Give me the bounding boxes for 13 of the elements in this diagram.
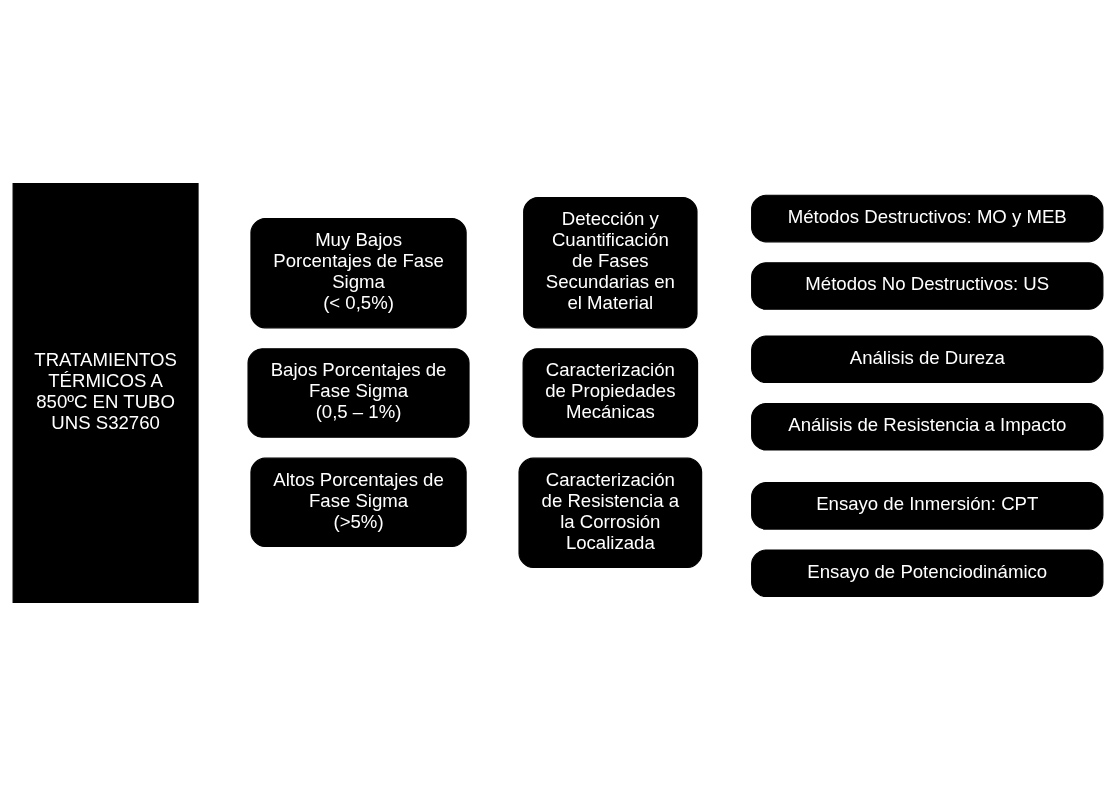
node-box: Muy Bajos Porcentajes de Fase Sigma (< 0,5%) <box>250 217 467 328</box>
node-box: Ensayo de Potenciodinámico <box>751 548 1104 597</box>
node-box: Bajos Porcentajes de Fase Sigma (0,5 – 1%) <box>247 347 470 438</box>
node-box: Ensayo de Inmersión: CPT <box>751 481 1104 530</box>
node-box: Altos Porcentajes de Fase Sigma (>5%) <box>250 457 467 547</box>
node-box: Métodos No Destructivos: US <box>751 261 1104 310</box>
node-box: TRATAMIENTOS TÉRMICOS A 850ºC EN TUBO UNS S32760 <box>12 182 199 603</box>
node-box: Métodos Destructivos: MO y MEB <box>751 194 1104 242</box>
node-box: Caracterización de Resistencia a la Corrosión Localizada <box>518 457 703 568</box>
node-box: Caracterización de Propiedades Mecánicas <box>522 347 699 438</box>
node-box: Análisis de Resistencia a Impacto <box>751 402 1104 451</box>
node-box: Detección y Cuantificación de Fases Secundarias en el Material <box>523 196 698 328</box>
node-box: Análisis de Dureza <box>751 334 1104 383</box>
